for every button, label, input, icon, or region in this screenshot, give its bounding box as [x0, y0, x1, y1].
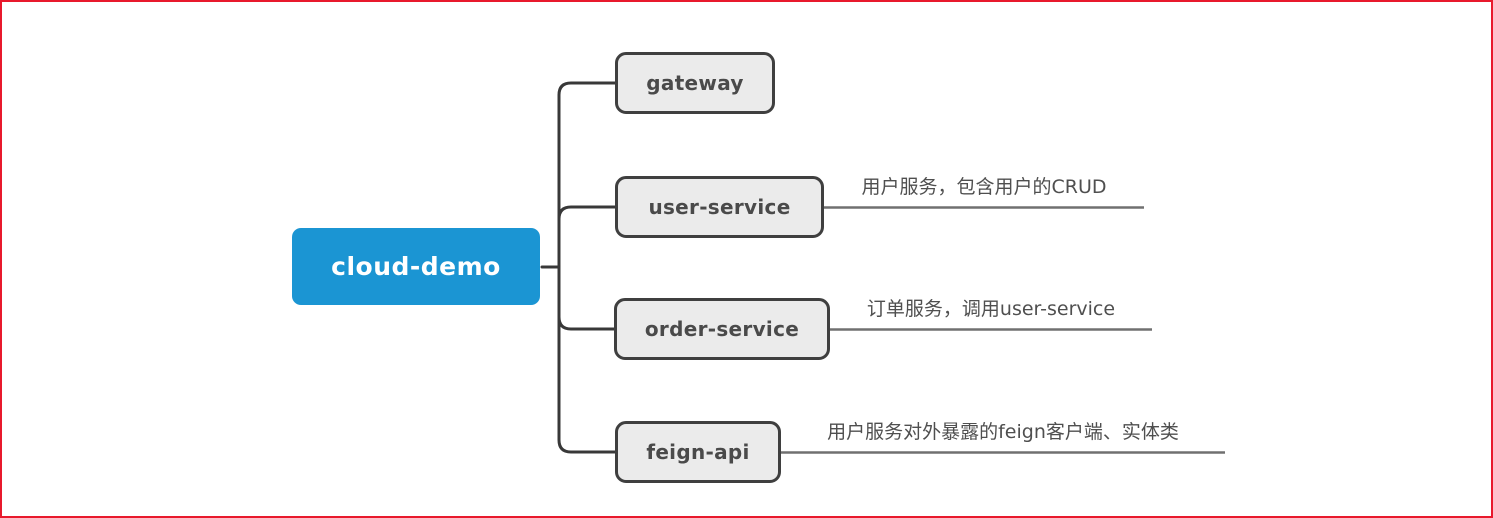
node-cloud-demo-label: cloud-demo — [331, 252, 501, 281]
node-cloud-demo[interactable]: cloud-demo — [292, 228, 540, 305]
node-order-service-label: order-service — [644, 317, 800, 341]
node-user-service-label: user-service — [648, 195, 791, 219]
connector-root-order-service — [557, 315, 616, 331]
note-user-service[interactable]: 用户服务，包含用户的CRUD — [861, 176, 1107, 198]
node-gateway[interactable]: gateway — [615, 52, 775, 114]
node-gateway-label: gateway — [646, 71, 744, 95]
note-order-service[interactable]: 订单服务，调用user-service — [866, 298, 1116, 320]
node-user-service[interactable]: user-service — [615, 176, 824, 238]
note-feign-api[interactable]: 用户服务对外暴露的feign客户端、实体类 — [827, 421, 1179, 443]
node-feign-api-label: feign-api — [646, 440, 750, 464]
node-order-service[interactable]: order-service — [614, 298, 830, 360]
node-feign-api[interactable]: feign-api — [615, 421, 781, 483]
connector-root-gateway — [557, 81, 617, 269]
connector-root-user-service — [557, 205, 617, 221]
connector-root-feign-api — [557, 265, 617, 454]
